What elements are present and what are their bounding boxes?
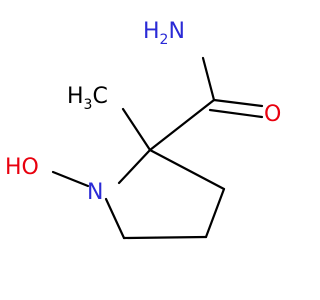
bond-ring-n-hydroxyl-o [51, 170, 90, 188]
molecule-diagram: H2N H3C O HO N [5, 19, 281, 240]
bond-carbonyl-double-1 [212, 98, 264, 108]
bond-c4-c3 [204, 187, 226, 239]
bond-carbonyl-double-2 [208, 108, 264, 119]
bond-ring-n-c5 [104, 197, 126, 240]
bonds [51, 56, 264, 240]
bond-c2-carbonyl-c [148, 98, 216, 152]
carbonyl-oxygen-label: O [264, 102, 281, 127]
methyl-label: H3C [67, 84, 108, 113]
bond-carbonyl-c-amide-n [201, 56, 216, 102]
atom-labels: H2N H3C O HO N [5, 19, 281, 205]
ring-nitrogen-label: N [87, 180, 103, 205]
bond-c2-methyl [121, 107, 152, 152]
hydroxyl-label: HO [5, 155, 39, 180]
bond-c2-ring-n [117, 148, 152, 185]
amide-nitrogen-label: H2N [143, 19, 185, 48]
bond-c3-c2 [148, 148, 226, 191]
bond-c5-c4 [122, 235, 208, 240]
